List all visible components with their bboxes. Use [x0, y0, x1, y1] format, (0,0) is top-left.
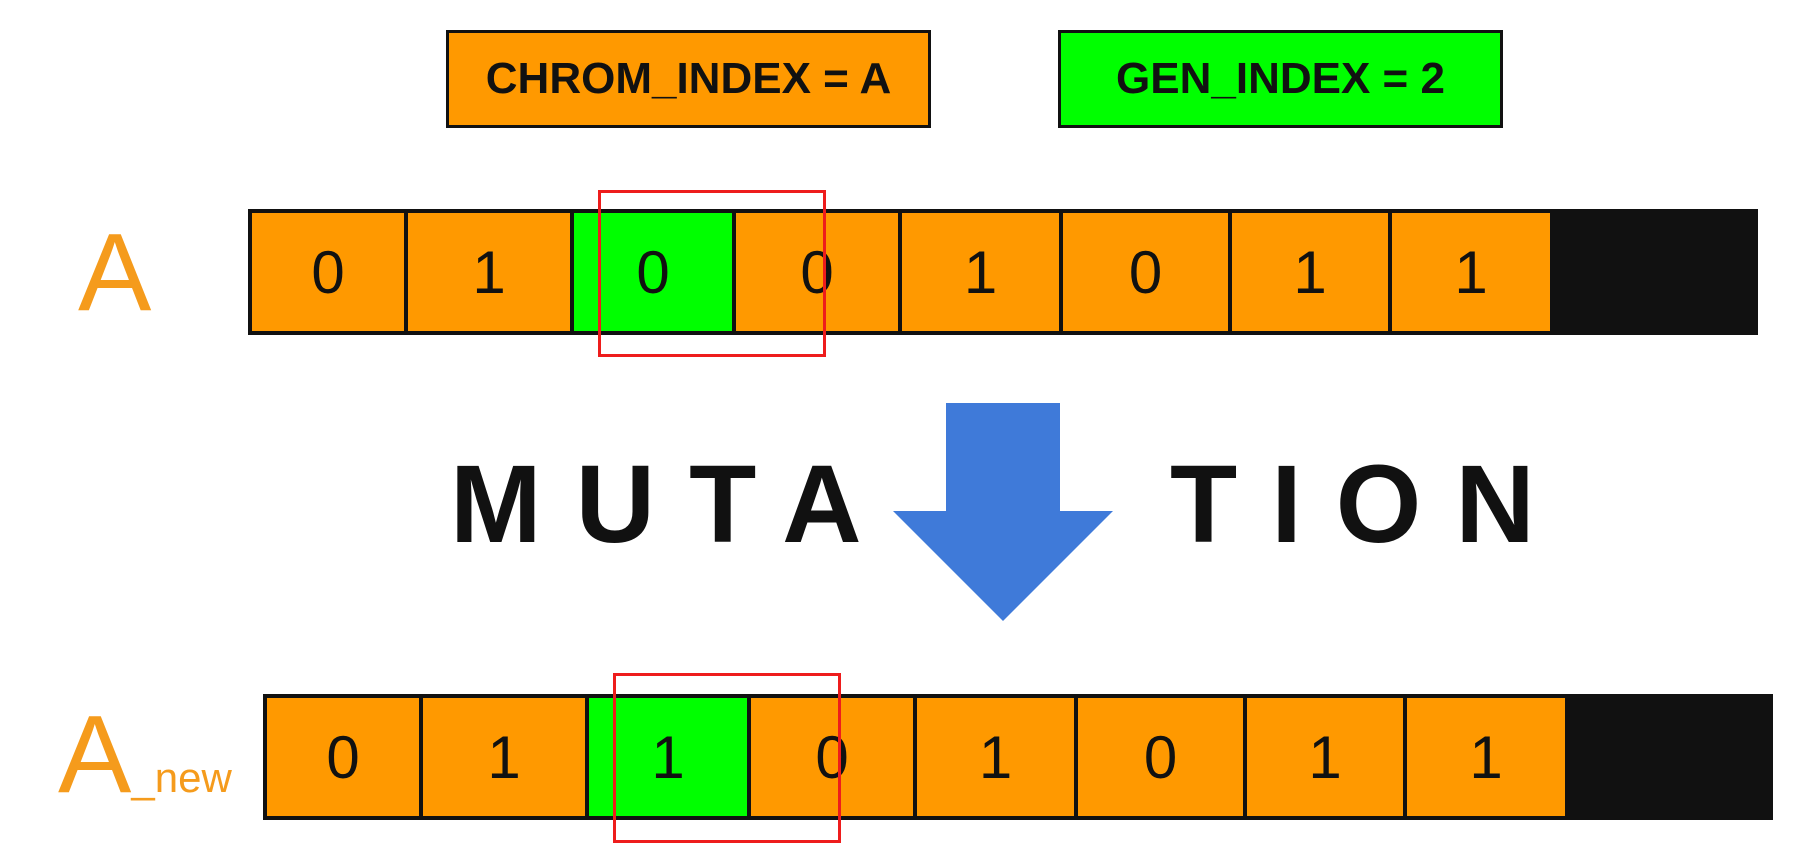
gene-highlight-frame	[613, 673, 841, 843]
chromosome-anew-label: A_new	[58, 700, 232, 810]
gene: 1	[1392, 213, 1550, 331]
gene-selected: 0	[574, 213, 736, 331]
gene: 0	[252, 213, 408, 331]
chromosome-anew-subscript: _new	[131, 754, 232, 801]
down-arrow-shape	[893, 403, 1113, 621]
down-arrow-icon	[893, 403, 1113, 621]
gene-highlight-frame	[598, 190, 826, 357]
gen-index-label: GEN_INDEX = 2	[1058, 30, 1503, 128]
gene: 0	[1078, 698, 1247, 816]
chromosome-a-label: A	[78, 218, 151, 328]
mutation-label-right: TION	[1170, 443, 1569, 566]
gene: 1	[917, 698, 1078, 816]
gene: 0	[751, 698, 917, 816]
chrom-index-label: CHROM_INDEX = A	[446, 30, 931, 128]
gene: 0	[736, 213, 902, 331]
gene: 0	[1063, 213, 1232, 331]
gene: 1	[408, 213, 574, 331]
chromosome-anew: 0 1 1 0 1 0 1 1	[263, 694, 1773, 820]
chromosome-a-name: A	[78, 211, 152, 334]
gene: 1	[423, 698, 589, 816]
gene: 1	[1232, 213, 1392, 331]
gene: 1	[902, 213, 1063, 331]
mutation-label-left: MUTA	[450, 443, 896, 566]
gene: 1	[1407, 698, 1565, 816]
chromosome-anew-name: A	[58, 693, 132, 816]
chromosome-a: 0 1 0 0 1 0 1 1	[248, 209, 1758, 335]
gene-selected: 1	[589, 698, 751, 816]
gene: 1	[1247, 698, 1407, 816]
gene: 0	[267, 698, 423, 816]
